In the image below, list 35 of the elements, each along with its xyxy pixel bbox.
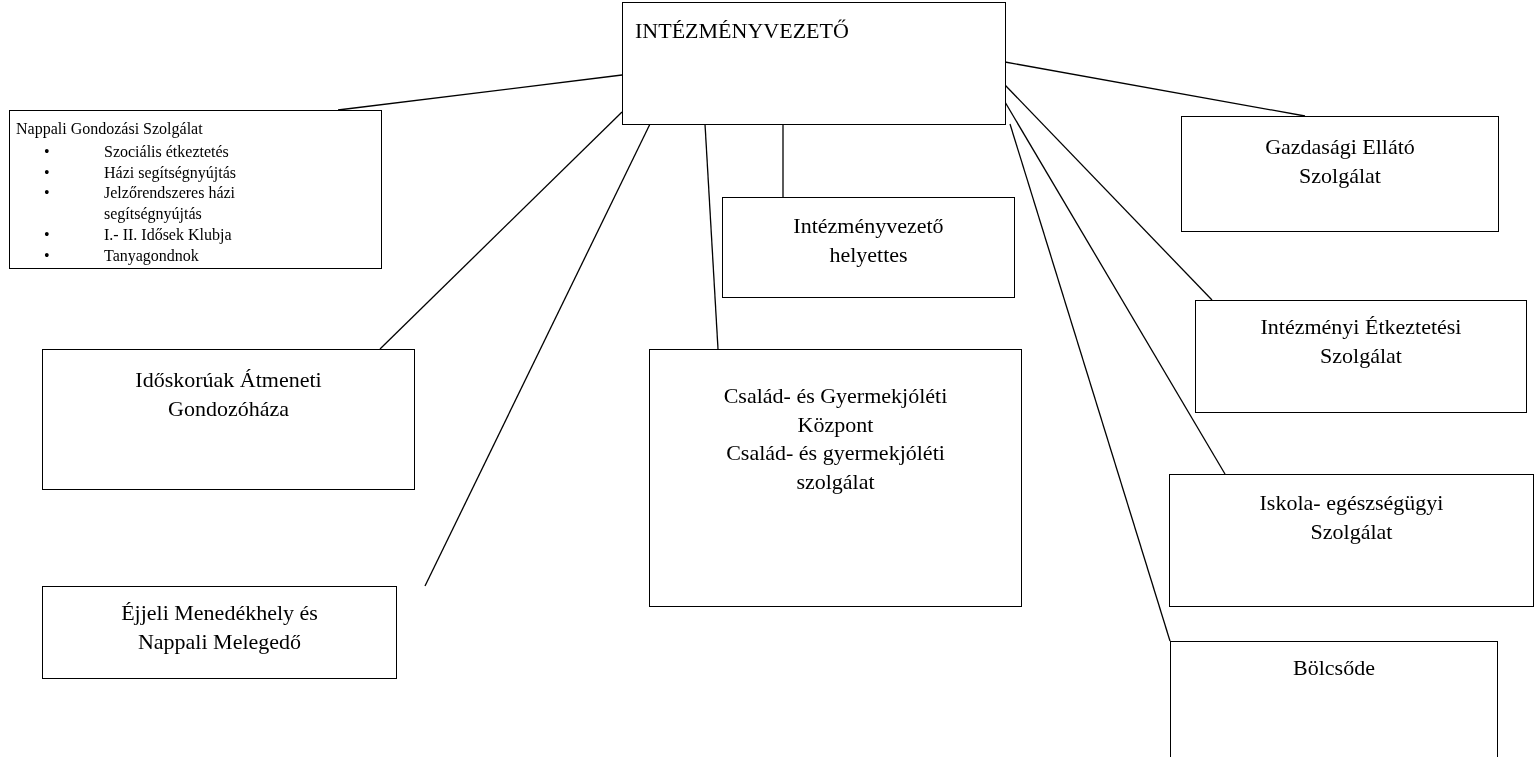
connector-line [704,123,719,350]
connector-line [1004,101,1226,475]
org-unit-box [722,197,1015,298]
connector-line [424,123,651,587]
unit-name: Család- és Gyermekjóléti Központ [722,382,949,439]
connector-line [782,123,784,198]
connector-line [337,74,623,111]
unit-name: Intézményvezető helyettes [792,212,945,269]
unit-name: Időskorúak Átmeneti Gondozóháza [134,366,323,423]
unit-name: Intézményi Étkeztetési Szolgálat [1259,313,1463,370]
unit-name: Gazdasági Ellátó Szolgálat [1264,133,1416,190]
org-unit-box [649,349,1022,607]
org-unit-box [1169,474,1534,607]
org-unit-box [42,349,415,490]
service-list-item: • I.- II. Idősek Klubja [44,225,233,246]
org-unit-box [1181,116,1499,232]
org-unit-box [9,110,382,269]
unit-name: Család- és gyermekjóléti szolgálat [725,439,946,496]
org-unit-box [622,2,1006,125]
service-list-item: • Jelzőrendszeres házi segítségnyújtás [44,183,237,225]
connector-line [379,111,623,350]
unit-name: INTÉZMÉNYVEZETŐ [635,17,849,45]
unit-heading: Nappali Gondozási Szolgálat [16,119,203,140]
connector-line [1009,123,1171,642]
connector-line [1004,61,1306,117]
service-list-item: • Tanyagondnok [44,245,200,267]
service-list-item: • Szociális étkeztetés [44,141,230,162]
org-unit-box [1195,300,1527,413]
unit-name: Bölcsőde [1293,654,1375,682]
service-list-item: • Házi segítségnyújtás [44,162,237,184]
connector-line [1004,84,1213,301]
unit-name: Éjjeli Menedékhely és Nappali Melegedő [120,599,319,656]
unit-name: Iskola- egészségügyi Szolgálat [1258,489,1445,546]
org-unit-box [1170,641,1498,757]
org-unit-box [42,586,397,679]
